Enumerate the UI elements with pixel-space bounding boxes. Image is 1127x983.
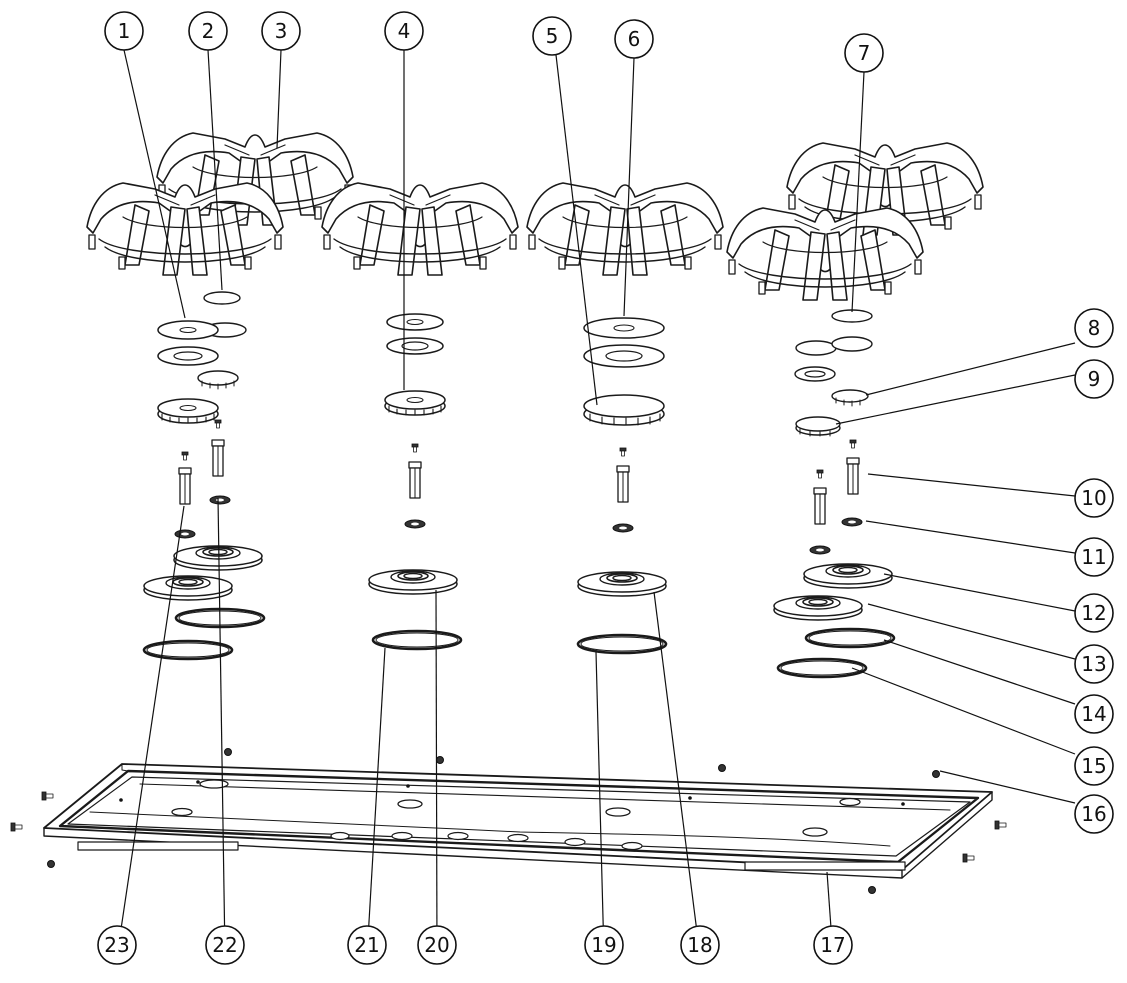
- grate-center-left: [321, 182, 519, 276]
- callout-15: 15: [1074, 746, 1114, 786]
- callout-13: 13: [1074, 644, 1114, 684]
- callout-number: 11: [1081, 545, 1106, 569]
- callout-16: 16: [1074, 794, 1114, 834]
- callout-23: 23: [97, 925, 137, 965]
- callout-number: 16: [1081, 802, 1106, 826]
- grate-front-left: [86, 182, 284, 276]
- callout-number: 13: [1081, 652, 1106, 676]
- burner-stack-left: [142, 291, 266, 661]
- cooktop-base-tray: [10, 748, 1007, 894]
- callout-2: 2: [188, 11, 228, 51]
- burner-stack-center-left: [368, 313, 463, 651]
- burner-stack-right: [773, 309, 896, 679]
- callout-number: 23: [104, 933, 129, 957]
- callout-20: 20: [417, 925, 457, 965]
- callout-12: 12: [1074, 593, 1114, 633]
- callout-number: 6: [628, 27, 641, 51]
- grate-front-right: [726, 207, 924, 301]
- callout-7: 7: [844, 33, 884, 73]
- callout-number: 21: [354, 933, 379, 957]
- callout-number: 5: [546, 24, 559, 48]
- callout-number: 7: [858, 41, 871, 65]
- callout-1: 1: [104, 11, 144, 51]
- callout-number: 12: [1081, 601, 1106, 625]
- callout-10: 10: [1074, 478, 1114, 518]
- callout-17: 17: [813, 925, 853, 965]
- callout-18: 18: [680, 925, 720, 965]
- callout-14: 14: [1074, 694, 1114, 734]
- callout-number: 3: [275, 19, 288, 43]
- callout-number: 8: [1088, 316, 1101, 340]
- callout-number: 1: [118, 19, 131, 43]
- callout-number: 2: [202, 19, 215, 43]
- callout-5: 5: [532, 16, 572, 56]
- callout-9: 9: [1074, 359, 1114, 399]
- callout-3: 3: [261, 11, 301, 51]
- callout-21: 21: [347, 925, 387, 965]
- callout-22: 22: [205, 925, 245, 965]
- callout-number: 15: [1081, 754, 1106, 778]
- burner-stack-center-right: [576, 317, 668, 655]
- callout-11: 11: [1074, 537, 1114, 577]
- callout-number: 20: [424, 933, 449, 957]
- callout-number: 19: [591, 933, 616, 957]
- callout-number: 14: [1081, 702, 1106, 726]
- callout-number: 22: [212, 933, 237, 957]
- callout-number: 18: [687, 933, 712, 957]
- callout-number: 9: [1088, 367, 1101, 391]
- grate-center-right: [526, 182, 724, 276]
- callout-4: 4: [384, 11, 424, 51]
- callout-6: 6: [614, 19, 654, 59]
- callout-8: 8: [1074, 308, 1114, 348]
- callout-number: 10: [1081, 486, 1106, 510]
- leader-lines: [116, 49, 1076, 957]
- callout-19: 19: [584, 925, 624, 965]
- callout-number: 17: [820, 933, 845, 957]
- callout-number: 4: [398, 19, 411, 43]
